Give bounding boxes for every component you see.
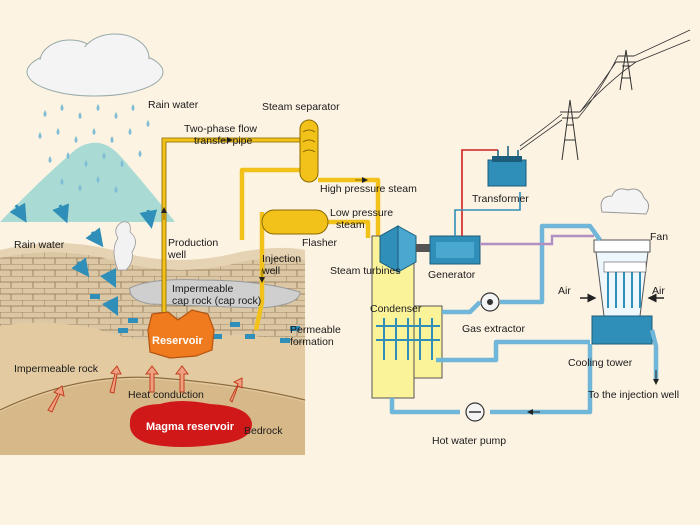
rain-drops [38, 104, 150, 193]
label-flasher: Flasher [302, 237, 338, 249]
steam-separator [299, 119, 319, 183]
steam-pipes [161, 137, 381, 331]
label-transfer-pipe: transfer pipe [194, 135, 253, 147]
label-reservoir: Reservoir [152, 335, 203, 347]
label-bedrock: Bedrock [244, 425, 283, 437]
water-pipes [389, 223, 659, 415]
reservoir [147, 309, 215, 359]
label-to-injection-well: To the injection well [588, 389, 679, 401]
label-impermeable-cap: Impermeable [172, 283, 233, 295]
label-two-phase-flow: Two-phase flow [184, 123, 257, 135]
gas-extractor [480, 292, 500, 312]
transformer [487, 146, 527, 187]
label-low-pressure: Low pressure [330, 207, 393, 219]
label-impermeable-rock: Impermeable rock [14, 363, 99, 375]
rain-cloud [26, 33, 164, 97]
steam-pipe-outlines [161, 137, 300, 312]
label-steam-turbines: Steam turbines [330, 265, 401, 277]
water-flow-arrows [527, 370, 659, 415]
mountain [0, 142, 175, 222]
label-steam-separator: Steam separator [262, 101, 340, 113]
label-production-well: well [167, 249, 186, 261]
label-gas-extractor: Gas extractor [462, 323, 526, 335]
flow-dashes [90, 294, 300, 343]
transmission-tower-far [616, 49, 636, 91]
label-production: Production [168, 237, 218, 249]
label-injection-well: well [261, 265, 280, 277]
purple-pipes [480, 234, 594, 246]
steam-flow-arrows [161, 137, 368, 283]
label-high-pressure-steam: High pressure steam [320, 183, 417, 195]
heat-arrows [47, 365, 243, 413]
label-fan: Fan [650, 231, 668, 243]
label-injection: Injection [262, 253, 301, 265]
cap-rock [129, 279, 301, 309]
steam-turbine [379, 225, 430, 273]
label-cap-rock: cap rock (cap rock) [172, 295, 261, 307]
cooling-tower [591, 188, 653, 345]
hot-water-pump [465, 402, 485, 422]
label-heat-conduction: Heat conduction [128, 389, 204, 401]
power-lines [519, 29, 691, 151]
generator [429, 235, 481, 265]
magma-reservoir [129, 401, 252, 447]
label-hot-water-pump: Hot water pump [432, 435, 506, 447]
label-generator: Generator [428, 269, 476, 281]
power-wiring [454, 149, 521, 236]
label-transformer: Transformer [472, 193, 529, 205]
transmission-tower-near [560, 99, 580, 161]
hot-spring-plume [113, 221, 136, 271]
label-air-left: Air [558, 285, 571, 297]
label-magma-reservoir: Magma reservoir [146, 421, 235, 433]
label-rain-water-top: Rain water [148, 99, 199, 111]
label-permeable: Permeable [290, 324, 341, 336]
label-rain-water-left: Rain water [14, 239, 65, 251]
label-formation: formation [290, 336, 334, 348]
label-condenser: Condenser [370, 303, 422, 315]
label-air-right: Air [652, 285, 665, 297]
infiltration-arrows [9, 202, 158, 317]
label-cooling-tower: Cooling tower [568, 357, 633, 369]
label-steam: steam [336, 219, 365, 231]
flasher [261, 209, 329, 235]
